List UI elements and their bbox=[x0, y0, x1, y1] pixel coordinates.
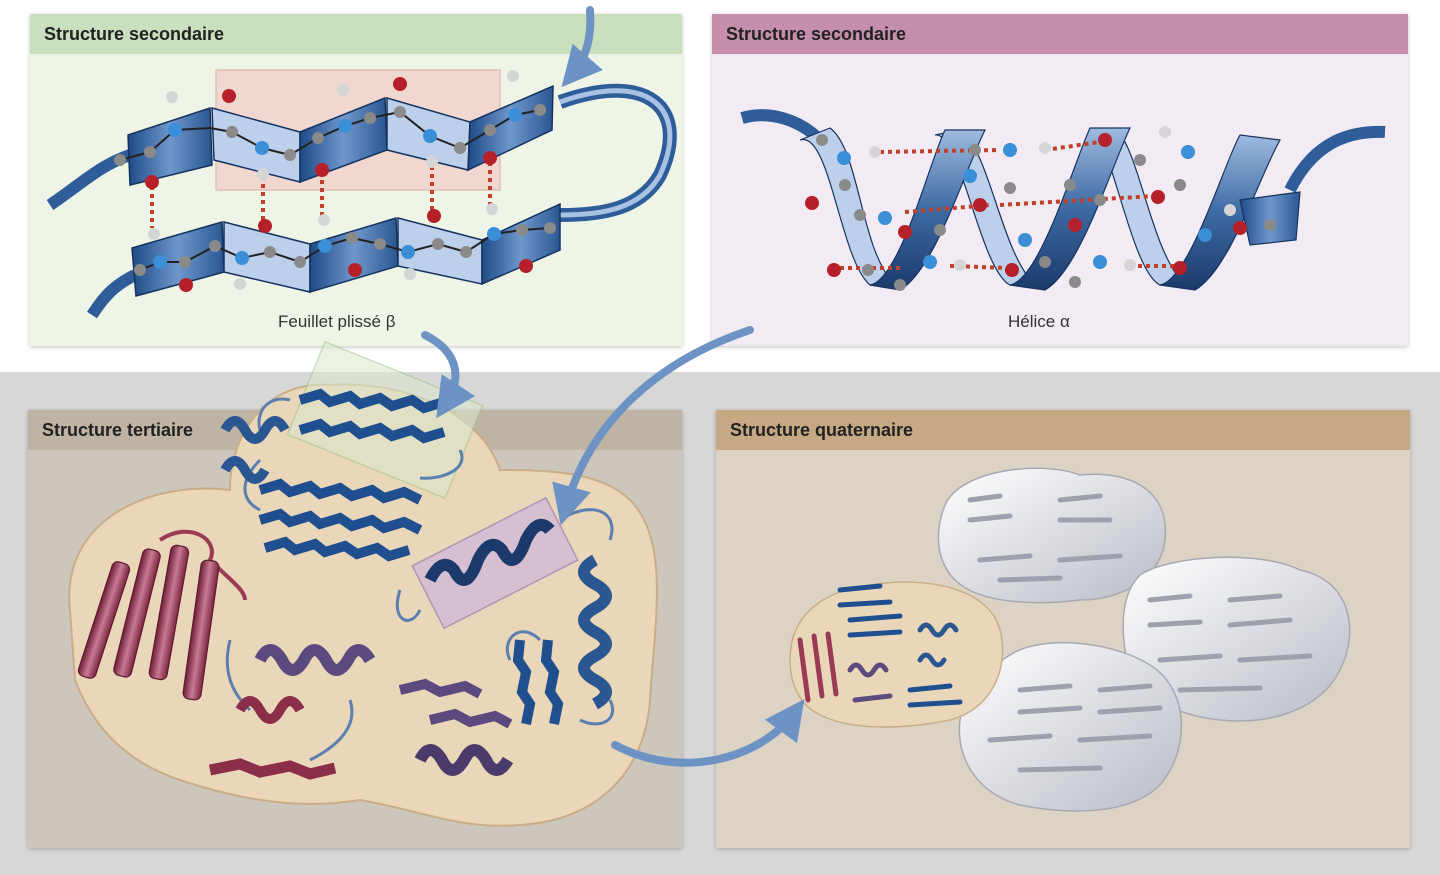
panel-tertiary-structure: Structure tertiaire bbox=[28, 410, 682, 848]
panel-caption: Hélice α bbox=[1008, 312, 1070, 331]
panel-caption: Feuillet plissé β bbox=[278, 312, 396, 331]
panel-body bbox=[712, 54, 1408, 346]
panel-body bbox=[716, 450, 1410, 848]
panel-beta-sheet: Structure secondaire Feuillet plissé β bbox=[30, 14, 682, 346]
panel-title: Structure secondaire bbox=[712, 14, 1408, 54]
panel-title: Structure tertiaire bbox=[28, 410, 682, 450]
panel-quaternary-structure: Structure quaternaire bbox=[716, 410, 1410, 848]
panel-title: Structure secondaire bbox=[30, 14, 682, 54]
panel-title: Structure quaternaire bbox=[716, 410, 1410, 450]
panel-alpha-helix: Structure secondaire Hélice α bbox=[712, 14, 1408, 346]
panel-body bbox=[30, 54, 682, 346]
panel-body bbox=[28, 450, 682, 848]
